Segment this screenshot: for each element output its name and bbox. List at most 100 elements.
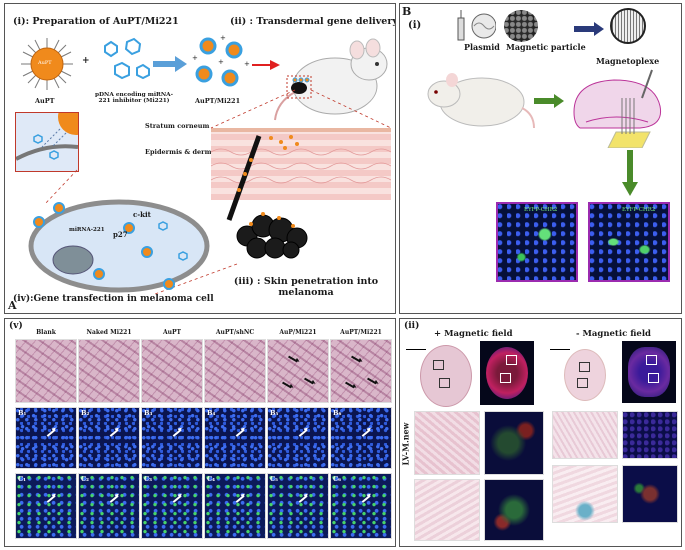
plasmid-dna-icon: [104, 37, 150, 80]
step-iv-title: (iv):Gene transfection in melanoma cell: [13, 294, 214, 304]
melanoma-cluster-icon: [236, 212, 308, 259]
plus-sign: +: [82, 56, 90, 66]
gfp-tile: C₅: [267, 473, 329, 539]
tissue-overview-plus-he: [420, 345, 472, 407]
white-arrow-icon: [109, 494, 119, 503]
he-stain-tile: [204, 339, 266, 403]
panel-b-i: B (i) Plasmid Magnetic particle Magnetop…: [399, 3, 682, 314]
black-arrow-icon: [345, 381, 355, 388]
step-iii-title: (iii) : Skin penetration into melanoma: [233, 276, 379, 298]
eyfp-label-2: EYFP-CHR2: [622, 207, 656, 213]
magnetoplexe-image: [610, 8, 646, 44]
minus-fluor-zoom-2: [622, 465, 678, 523]
panel-bii-label: (ii): [404, 321, 420, 331]
panel-b-sub: (i): [408, 20, 422, 31]
tile-index-label: B₂: [81, 409, 90, 417]
tile-index-label: B₆: [333, 409, 342, 417]
he-stain-tile: [78, 339, 140, 403]
svg-text:+: +: [220, 34, 226, 42]
scale-bar-1: [406, 349, 426, 350]
scale-bar-2: [550, 349, 570, 350]
column-header: AuP/Mi221: [279, 329, 317, 336]
microneedle-icon: [226, 135, 262, 221]
white-arrow-icon: [298, 428, 308, 437]
white-arrow-icon: [46, 428, 56, 437]
minus-he-zoom-2: [552, 465, 618, 523]
tile-index-label: C₆: [333, 475, 342, 483]
plus-fluor-zoom-1: [484, 411, 544, 475]
gfp-tile: C₂: [78, 473, 140, 539]
blue-arrow-icon: [153, 56, 187, 72]
panel-a-letter: A: [8, 299, 17, 312]
svg-text:+: +: [192, 54, 198, 62]
green-down-arrow-icon: [622, 150, 638, 196]
mirna-label: miRNA-221: [69, 227, 105, 233]
panel-b-ii: (ii) + Magnetic field - Magnetic field L…: [399, 318, 682, 547]
tile-index-label: B₁: [18, 409, 27, 417]
gfp-tile: C₄: [204, 473, 266, 539]
white-arrow-icon: [172, 494, 182, 503]
white-arrow-icon: [235, 494, 245, 503]
white-arrow-icon: [46, 494, 56, 503]
panel-b-letter: B: [402, 5, 412, 18]
particle-label: Magnetic particle: [506, 42, 586, 52]
white-arrow-icon: [361, 428, 371, 437]
white-arrow-icon: [361, 494, 371, 503]
gfp-tile: C₆: [330, 473, 392, 539]
he-stain-tile: [330, 339, 392, 403]
aupt-core-label: AuPT: [38, 60, 52, 66]
confocal-image-1: EYFP-CHR2: [496, 202, 578, 282]
white-arrow-icon: [172, 428, 182, 437]
step-ii-title: (ii) : Transdermal gene delivery: [230, 16, 396, 27]
magnetoplexe-label: Magnetoplexe: [596, 56, 660, 66]
complex-label: AuPT/Mi221: [195, 97, 241, 105]
tile-index-label: B₅: [270, 409, 279, 417]
column-header: Blank: [36, 329, 56, 336]
black-arrow-icon: [304, 377, 314, 384]
column-header: AuPT/shNC: [215, 329, 255, 336]
tissue-overview-plus-fluor: [480, 341, 534, 405]
black-arrow-icon: [288, 355, 298, 362]
black-arrow-icon: [367, 377, 377, 384]
column-header: AuPT/Mi221: [340, 329, 382, 336]
plus-he-zoom-1: [414, 411, 480, 475]
tile-index-label: B₃: [144, 409, 153, 417]
mouse-icon: [274, 38, 388, 121]
svg-text:+: +: [218, 58, 224, 66]
navy-arrow-icon: [574, 22, 604, 36]
tile-index-label: C₃: [144, 475, 153, 483]
side-label: LV-M.new: [400, 422, 411, 466]
gfp-tile: C₁: [15, 473, 77, 539]
white-arrow-icon: [235, 428, 245, 437]
p27-label: p27: [113, 230, 128, 239]
svg-text:+: +: [244, 60, 250, 68]
aupt-label: AuPT: [35, 97, 55, 105]
white-arrow-icon: [298, 494, 308, 503]
magnetic-particle-image: [504, 10, 538, 42]
epidermis-label: Epidermis & dermal: [145, 148, 219, 156]
tile-index-label: B₄: [207, 409, 216, 417]
melanoma-cell-icon: [28, 199, 210, 293]
step-i-title: (i): Preparation of AuPT/Mi221: [13, 16, 179, 27]
green-arrow-icon: [534, 94, 564, 108]
tissue-overview-minus-fluor: [622, 341, 676, 403]
dapi-tile: B₂: [78, 407, 140, 469]
he-stain-tile: [15, 339, 77, 403]
white-arrow-icon: [109, 428, 119, 437]
panel-v-label: (v): [9, 321, 23, 331]
brain-icon: [573, 69, 662, 148]
complex-particles-icon: + + + +: [192, 34, 250, 87]
syringe-icon: [457, 10, 496, 41]
ckit-label: c-kit: [133, 210, 151, 219]
minus-he-zoom-1: [552, 411, 618, 459]
tissue-overview-minus-he: [564, 349, 606, 401]
black-arrow-icon: [282, 381, 292, 388]
column-header: Naked Mi221: [86, 329, 132, 336]
minus-field-title: - Magnetic field: [576, 329, 651, 339]
minus-fluor-zoom-1: [622, 411, 678, 459]
rat-icon: [427, 73, 535, 129]
dapi-tile: B₄: [204, 407, 266, 469]
plus-he-zoom-2: [414, 479, 480, 541]
panel-a: A (i): Preparation of AuPT/Mi221 (ii) : …: [4, 3, 396, 314]
dapi-tile: B₆: [330, 407, 392, 469]
